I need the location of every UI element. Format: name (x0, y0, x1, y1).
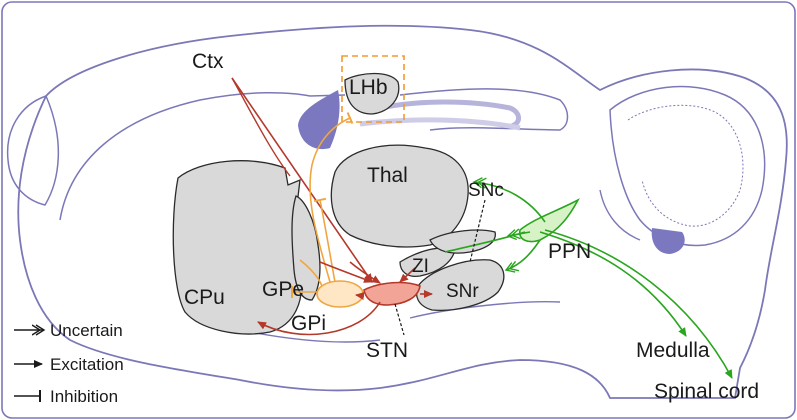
label-thal: Thal (367, 164, 408, 187)
gpi-to-lhb-path (309, 112, 354, 283)
label-stn: STN (366, 339, 408, 362)
gpe-to-stn-path (319, 261, 373, 283)
gpe-to-gpi-path (299, 259, 323, 287)
stn-to-gpi-path (355, 292, 365, 300)
purple-nucleus-caudal (651, 228, 685, 254)
legend-excitation-label: Excitation (50, 355, 124, 374)
cerebellum-outline (609, 85, 766, 247)
region-cpu (172, 160, 302, 335)
label-gpe: GPe (262, 278, 304, 301)
ctx-to-lhb-path (231, 77, 291, 177)
ppn-to-spinal-cord-path (544, 229, 733, 379)
label-zi: ZI (412, 256, 429, 277)
ppn-to-snr-path (506, 239, 541, 270)
region-ppn (518, 198, 580, 243)
legend-inhibition-label: Inhibition (50, 387, 118, 406)
brainstem-outline (599, 189, 641, 241)
region-stn (363, 281, 421, 306)
gpi-to-thal-path (313, 197, 336, 283)
stn-leader-line (394, 303, 405, 336)
ppn-to-thal-path (474, 182, 546, 223)
region-lhb (344, 72, 400, 115)
label-medulla: Medulla (636, 339, 710, 362)
lhb-dashed-box (341, 55, 405, 123)
ppn-to-zi-path (444, 231, 526, 253)
label-gpi: GPi (291, 312, 326, 335)
region-snr (415, 259, 505, 311)
zi-to-stn-path (399, 267, 416, 283)
callosum-outline (399, 88, 569, 131)
thal-to-stn-path (349, 261, 381, 284)
label-ppn: PPN (548, 240, 591, 263)
legend: Uncertain Excitation Inhibition (14, 321, 124, 406)
label-snc: SNc (468, 180, 504, 201)
region-thal (330, 144, 469, 248)
label-snr: SNr (446, 281, 479, 302)
hippocampus-band (379, 99, 521, 129)
hippocampus-band-2 (359, 117, 521, 131)
cortex-inner-outline (59, 91, 346, 221)
ppn-to-medulla-path (539, 231, 687, 337)
cerebellum-folia (627, 104, 744, 227)
ventral-outline-2 (409, 301, 561, 319)
stn-to-cpu-path (257, 301, 381, 336)
label-ctx: Ctx (192, 50, 224, 73)
ctx-to-stn-path (231, 77, 373, 283)
purple-nucleus-rostral (298, 90, 340, 150)
olfactory-bulb (6, 95, 60, 206)
label-spinal-cord: Spinal cord (654, 380, 759, 403)
label-lhb: LHb (349, 76, 388, 99)
region-gpi (316, 280, 364, 308)
brain-outline (17, 24, 788, 399)
label-cpu: CPu (184, 286, 225, 309)
snc-leader-line (469, 199, 486, 263)
region-gpe (291, 195, 321, 301)
legend-uncertain-label: Uncertain (50, 321, 123, 340)
